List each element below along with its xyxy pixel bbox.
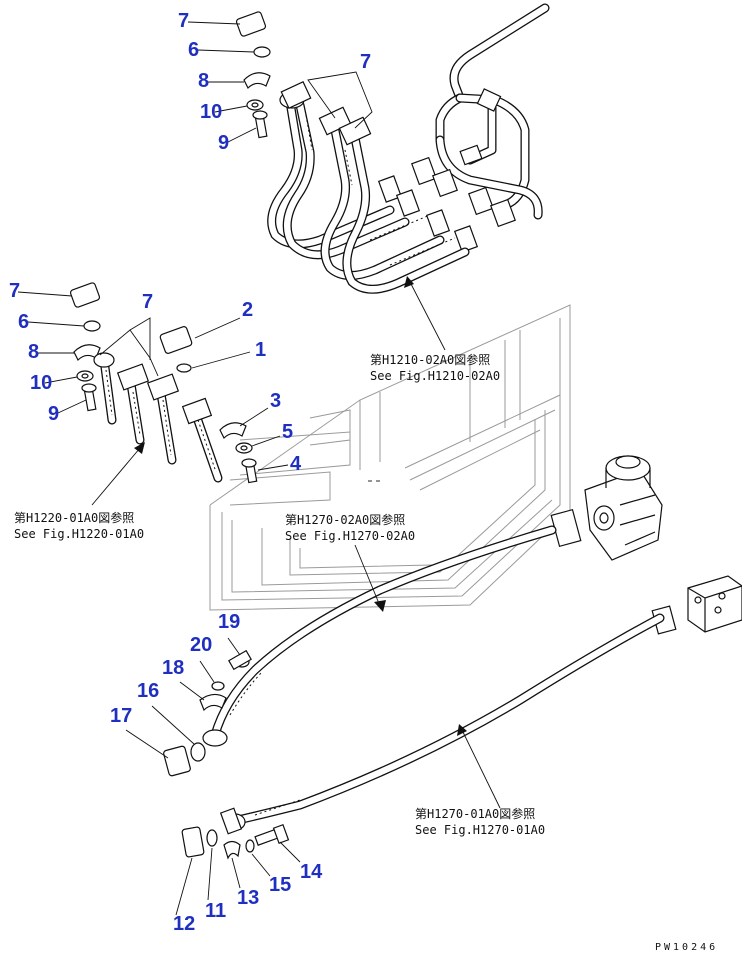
reference-en-r1270b: See Fig.H1270-01A0: [415, 823, 545, 837]
machine-outline: [209, 304, 571, 611]
callout-c13: 13: [237, 887, 259, 909]
reference-jp-r1270a: 第H1270-02A0図参照: [285, 512, 405, 527]
callout-c7c: 7: [9, 280, 20, 302]
callout-c3: 3: [270, 390, 281, 412]
pump-assembly: [550, 455, 663, 561]
callout-c11: 11: [205, 900, 226, 922]
callout-c10a: 10: [200, 101, 222, 123]
callout-c4: 4: [290, 453, 302, 475]
lower-hoses: [202, 525, 665, 835]
callout-c19: 19: [218, 611, 240, 633]
callout-c7b: 7: [360, 51, 371, 73]
reference-en-r1210: See Fig.H1210-02A0: [370, 369, 500, 383]
callout-c20: 20: [190, 634, 212, 656]
callout-c17: 17: [110, 705, 132, 727]
callout-c6b: 6: [18, 311, 29, 333]
callout-c16: 16: [137, 680, 159, 702]
callout-c8b: 8: [28, 341, 39, 363]
callout-c12: 12: [173, 913, 195, 935]
callout-c6a: 6: [188, 39, 199, 61]
callout-c9a: 9: [218, 132, 229, 154]
figure-references: 第H1210-02A0図参照 See Fig.H1210-02A0 第H1220-0…: [14, 352, 545, 837]
reference-jp-r1270b: 第H1270-01A0図参照: [415, 806, 535, 821]
reference-en-r1220: See Fig.H1220-01A0: [14, 527, 144, 541]
middle-left-hose-group: [17, 282, 289, 484]
callout-c10b: 10: [30, 372, 52, 394]
callout-c7d: 7: [142, 291, 153, 313]
drawing-code: PW10246: [655, 942, 718, 953]
reference-jp-r1210: 第H1210-02A0図参照: [370, 352, 490, 367]
lower-small-parts: [125, 637, 301, 916]
callout-c7a: 7: [178, 10, 189, 32]
callout-c2: 2: [242, 299, 253, 321]
upper-pipe-assembly: [187, 3, 550, 294]
callout-c1: 1: [255, 339, 266, 361]
callout-c5: 5: [282, 421, 293, 443]
callout-c9b: 9: [48, 403, 59, 425]
callout-c14: 14: [300, 861, 323, 883]
reference-en-r1270a: See Fig.H1270-02A0: [285, 529, 415, 543]
callout-c8a: 8: [198, 70, 209, 92]
callout-c15: 15: [269, 874, 291, 896]
reference-leaders: [91, 276, 501, 809]
valve-block: [651, 575, 742, 635]
reference-jp-r1220: 第H1220-01A0図参照: [14, 510, 134, 525]
callout-c18: 18: [162, 657, 184, 679]
